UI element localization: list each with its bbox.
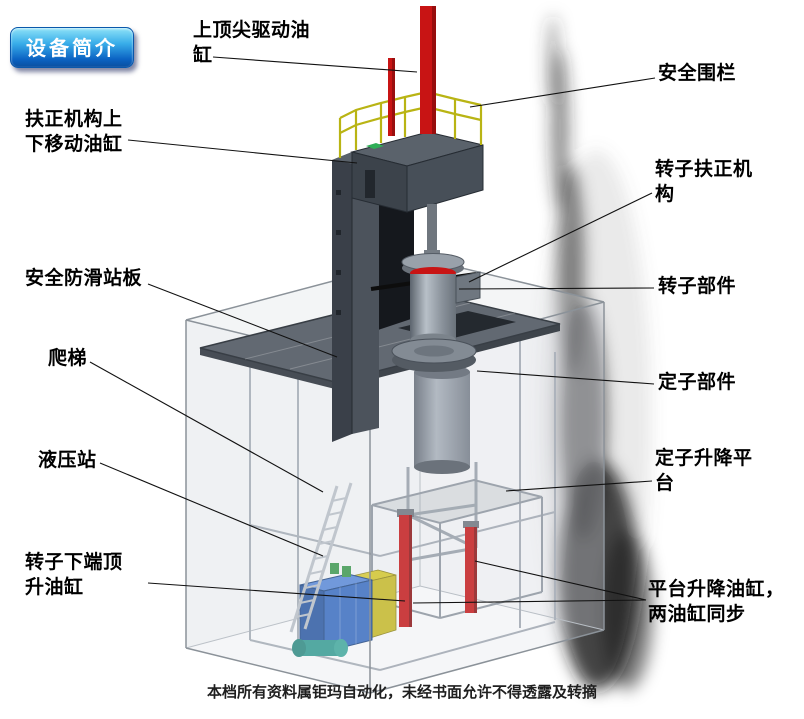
top-drive-cylinder [388, 6, 436, 136]
label-centering-lift-cylinder: 扶正机构上 下移动油缸 [25, 109, 123, 155]
leader-lines [89, 56, 656, 604]
press-column [332, 131, 484, 442]
label-stator-lift-platform: 定子升降平 台 [655, 448, 753, 494]
access-ladder [289, 482, 353, 633]
shadow-smudge [541, 15, 653, 690]
label-stator-component: 定子部件 [658, 372, 737, 393]
leader-top-tip-cylinder [212, 56, 418, 73]
label-safety-fence: 安全围栏 [658, 63, 737, 84]
platform-lift-cylinders [397, 509, 479, 627]
valve-blocks [330, 563, 351, 577]
watermark-text: 本档所有资料属钜玛自动化，未经书面允许不得透露及转摘 [206, 684, 597, 701]
label-rotor-bottom-jack-cylinder: 转子下端顶 升油缸 [25, 552, 123, 598]
label-top-tip-cylinder: 上顶尖驱动油 缸 [193, 20, 311, 66]
rotor-assembly [370, 250, 481, 372]
leader-safety-fence [469, 77, 656, 108]
press-head [350, 131, 484, 213]
green-block [366, 143, 384, 149]
press-ram [427, 204, 437, 256]
leader-ladder [89, 361, 324, 493]
leader-platform-cylinder-2 [412, 599, 647, 604]
leader-anti-slip-platform [147, 283, 338, 358]
leader-hydraulic-station [99, 462, 324, 557]
leader-centering-lift-cylinder [127, 139, 358, 164]
label-rotor-centering-mechanism: 转子扶正机 构 [655, 159, 753, 205]
label-rotor-component: 转子部件 [658, 276, 737, 297]
leader-stator-component [476, 370, 655, 385]
leader-rotor-jack-cylinder [147, 582, 406, 602]
leader-stator-lift-platform [505, 480, 653, 492]
inner-frame [249, 340, 556, 671]
leader-rotor-centering [468, 192, 653, 283]
label-anti-slip-platform: 安全防滑站板 [25, 268, 143, 289]
leader-rotor-component [458, 287, 655, 290]
centering-bracket [455, 271, 481, 304]
label-platform-lift-cylinders: 平台升降油缸， 两油缸同步 [648, 579, 785, 625]
title-badge: 设备简介 [10, 27, 134, 68]
label-hydraulic-station: 液压站 [38, 450, 97, 471]
leader-platform-cylinder-1 [474, 560, 647, 601]
pump-motor [292, 639, 348, 657]
label-ladder: 爬梯 [48, 348, 88, 369]
